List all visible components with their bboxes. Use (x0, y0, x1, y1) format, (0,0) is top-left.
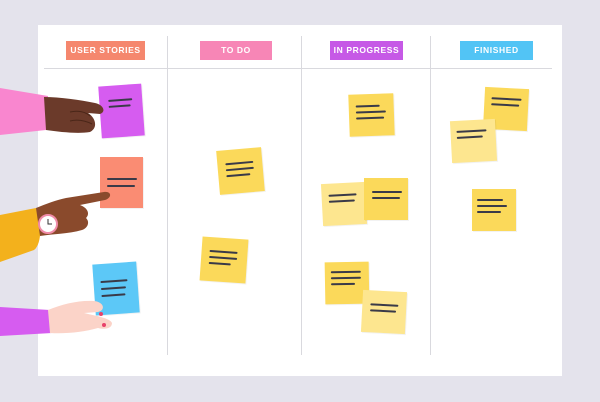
column-header-to-do: TO DO (200, 41, 272, 60)
column-header-finished: FINISHED (460, 41, 533, 60)
hand-holding-note-illustration (0, 300, 112, 336)
sticky-note-user-story[interactable] (100, 157, 143, 208)
sticky-note-finished[interactable] (472, 189, 516, 231)
column-divider (167, 36, 168, 355)
hand-holding-note-illustration (0, 88, 104, 135)
column-header-user-stories: USER STORIES (66, 41, 145, 60)
header-divider (44, 68, 552, 69)
hand-pointing-illustration (0, 191, 111, 262)
column-header-in-progress: IN PROGRESS (330, 41, 403, 60)
column-divider (430, 36, 431, 355)
sticky-note-in-progress[interactable] (364, 178, 408, 220)
column-divider (301, 36, 302, 355)
